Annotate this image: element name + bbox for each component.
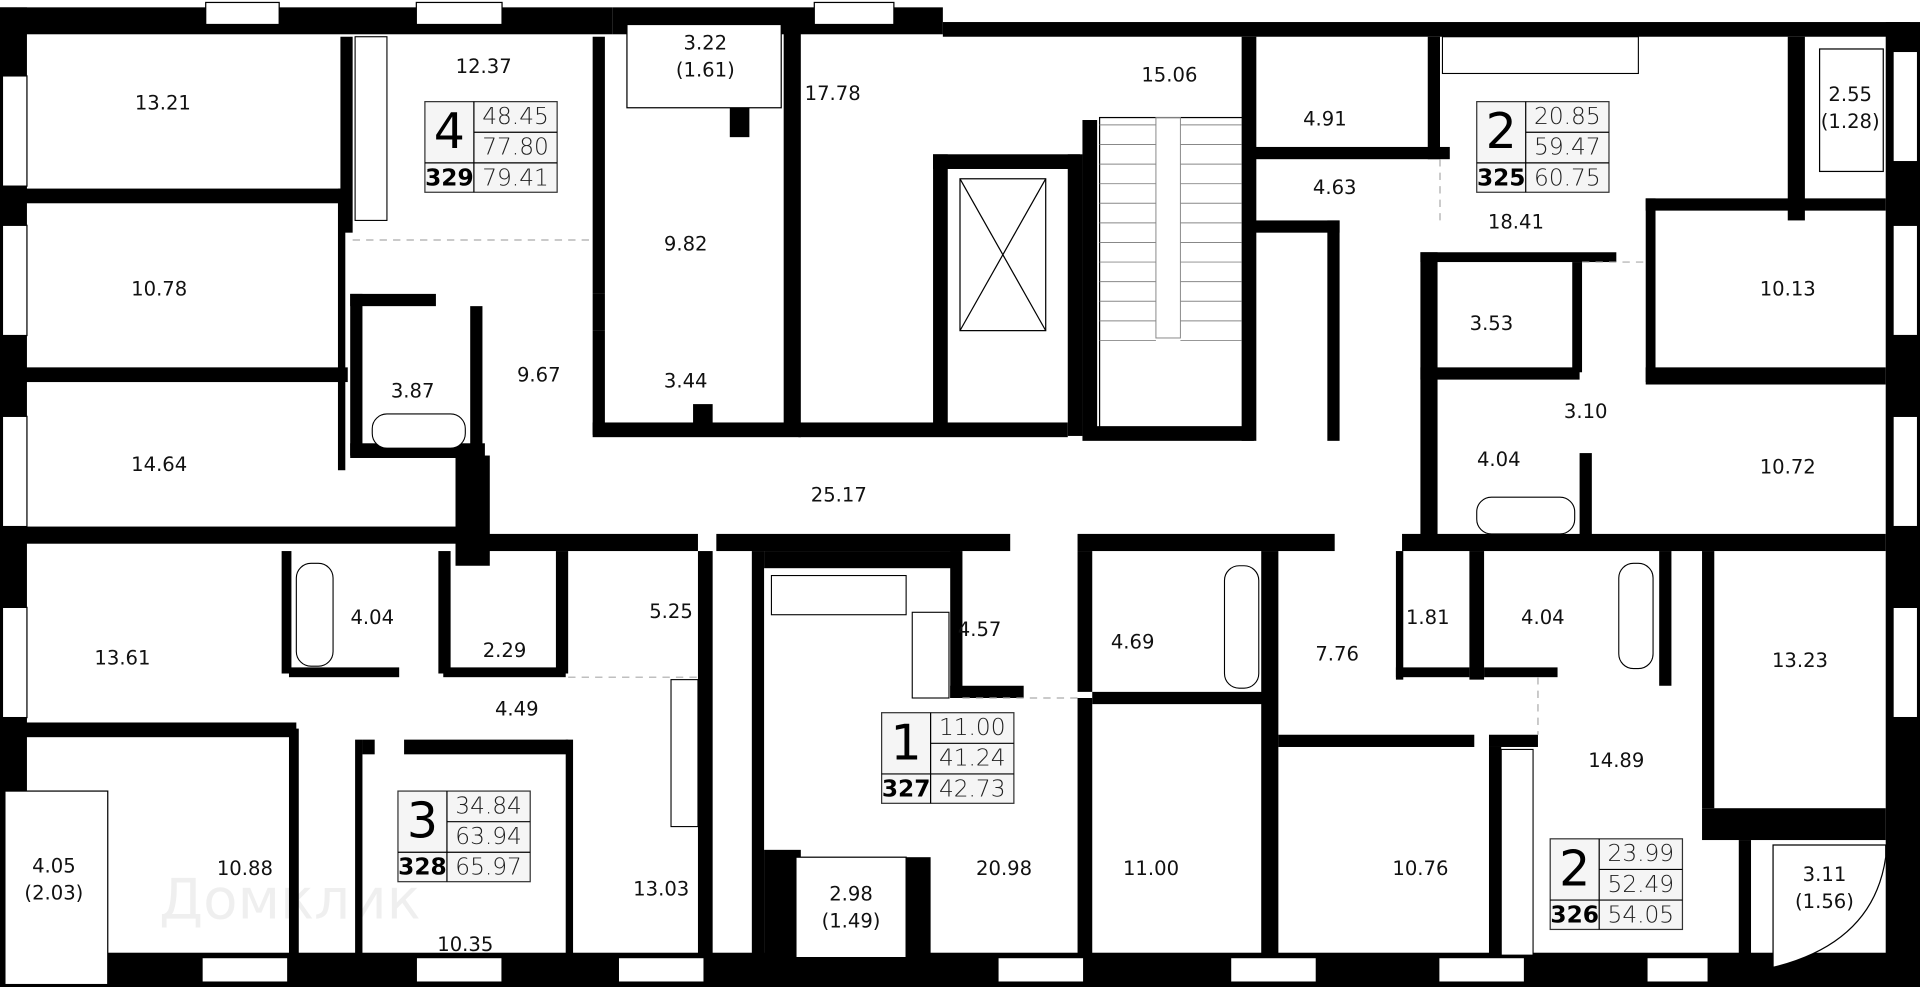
- room-area-label: 14.64: [131, 453, 187, 476]
- apartment-living-area: 48.45: [482, 103, 549, 130]
- room-area-label: 4.91: [1303, 108, 1347, 131]
- room-area-label: 10.72: [1760, 455, 1816, 478]
- balcony-labels: 3.22 (1.61) 2.55 (1.28) 4.05 (2.03) 2.98 (1.49)…: [24, 32, 1879, 933]
- balconies: [4, 23, 1887, 986]
- room-area-label: 4.49: [495, 698, 539, 721]
- apartment-rooms-count: 2: [1559, 840, 1590, 897]
- fixtures: [295, 36, 1654, 956]
- apartment-total-with-balcony: 60.75: [1534, 164, 1601, 191]
- apartment-total-with-balcony: 54.05: [1608, 901, 1675, 928]
- apartment-number: 327: [882, 775, 931, 802]
- apartment-total-area: 63.94: [455, 823, 522, 850]
- balcony-reduced-area-label: (1.61): [676, 59, 735, 82]
- apartment-rooms-count: 1: [891, 714, 922, 771]
- stairwell-area-label: 15.06: [1141, 63, 1197, 86]
- interior-walls: [17, 26, 1886, 963]
- apartment-rooms-count: 2: [1486, 103, 1517, 160]
- room-area-label: 3.10: [1564, 400, 1608, 423]
- room-area-label: 10.78: [131, 278, 187, 301]
- room-area-label: 13.03: [633, 878, 689, 901]
- room-area-label: 10.35: [437, 933, 493, 956]
- apartment-total-area: 41.24: [939, 745, 1006, 772]
- exterior-walls: [0, 7, 1920, 987]
- balcony-area-label: 2.55: [1828, 83, 1872, 106]
- room-area-label: 10.88: [217, 857, 273, 880]
- apartment-card[interactable]: 1 327 11.00 41.24 42.73: [881, 712, 1015, 804]
- apartment-total-area: 77.80: [482, 134, 549, 161]
- apartment-total-with-balcony: 42.73: [939, 775, 1006, 802]
- apartment-rooms-count: 4: [434, 103, 465, 160]
- room-labels: 13.21 12.37 10.78 14.64 3.87 9.67 9.82 3.44 4.91…: [94, 55, 1828, 956]
- stairs: [1098, 116, 1245, 440]
- room-area-label: 7.76: [1315, 643, 1359, 666]
- watermark: Домклик: [159, 867, 421, 932]
- balcony-area-label: 3.22: [684, 32, 728, 55]
- room-area-label: 3.53: [1470, 312, 1514, 335]
- apartment-total-with-balcony: 65.97: [455, 854, 522, 881]
- room-area-label: 3.87: [391, 379, 435, 402]
- apartment-total-area: 52.49: [1608, 871, 1675, 898]
- apartment-number: 329: [425, 164, 474, 191]
- apartment-total-area: 59.47: [1534, 134, 1601, 161]
- zone-separators: [352, 159, 1646, 735]
- balcony-reduced-area-label: (2.03): [24, 881, 83, 904]
- room-area-label: 20.98: [976, 857, 1032, 880]
- apartment-number: 326: [1550, 901, 1599, 928]
- apartment-number: 325: [1477, 164, 1526, 191]
- room-area-label: 4.57: [958, 618, 1002, 641]
- room-area-label: 13.21: [135, 92, 191, 115]
- apartment-card[interactable]: 4 329 48.45 77.80 79.41: [424, 101, 558, 193]
- apartment-living-area: 20.85: [1534, 103, 1601, 130]
- room-area-label: 4.69: [1111, 630, 1155, 653]
- balcony-area-label: 4.05: [32, 854, 76, 877]
- apartment-card[interactable]: 2 325 20.85 59.47 60.75: [1476, 101, 1610, 193]
- corridor-area-label: 25.17: [811, 483, 867, 506]
- room-area-label: 4.63: [1313, 176, 1357, 199]
- balcony-reduced-area-label: (1.56): [1795, 890, 1854, 913]
- room-area-label: 10.13: [1760, 278, 1816, 301]
- room-area-label: 11.00: [1123, 857, 1179, 880]
- room-area-label: 12.37: [456, 55, 512, 78]
- room-area-label: 14.89: [1588, 749, 1644, 772]
- room-area-label: 13.61: [94, 646, 150, 669]
- balcony-area-label: 3.11: [1803, 863, 1847, 886]
- room-area-label: 9.67: [517, 363, 561, 386]
- room-area-label: 18.41: [1488, 210, 1544, 233]
- apartment-card[interactable]: 3 328 34.84 63.94 65.97: [397, 790, 531, 883]
- apartment-living-area: 34.84: [455, 792, 522, 819]
- balcony-area-label: 2.98: [829, 883, 873, 906]
- room-area-label: 10.76: [1392, 857, 1448, 880]
- apartment-living-area: 23.99: [1608, 840, 1675, 867]
- lift-hall-area-label: 17.78: [805, 82, 861, 105]
- room-area-label: 5.25: [649, 600, 693, 623]
- balcony-reduced-area-label: (1.49): [822, 910, 881, 933]
- apartment-number: 328: [398, 854, 447, 881]
- room-area-label: 4.04: [1477, 448, 1521, 471]
- apartment-total-with-balcony: 79.41: [482, 164, 549, 191]
- balcony-reduced-area-label: (1.28): [1821, 110, 1880, 133]
- apartment-living-area: 11.00: [939, 714, 1006, 741]
- room-area-label: 4.04: [350, 606, 394, 629]
- room-area-label: 4.04: [1521, 606, 1565, 629]
- room-area-label: 13.23: [1772, 649, 1828, 672]
- apartment-cards: 432948.4577.8079.41232520.8559.4760.7533…: [397, 101, 1684, 931]
- lift-shaft: [959, 178, 1047, 332]
- apartment-rooms-count: 3: [407, 793, 438, 850]
- room-area-label: 3.44: [664, 370, 708, 393]
- room-area-label: 2.29: [483, 639, 527, 662]
- room-area-label: 9.82: [664, 232, 708, 255]
- room-area-label: 1.81: [1406, 606, 1450, 629]
- apartment-card[interactable]: 2 326 23.99 52.49 54.05: [1549, 838, 1684, 931]
